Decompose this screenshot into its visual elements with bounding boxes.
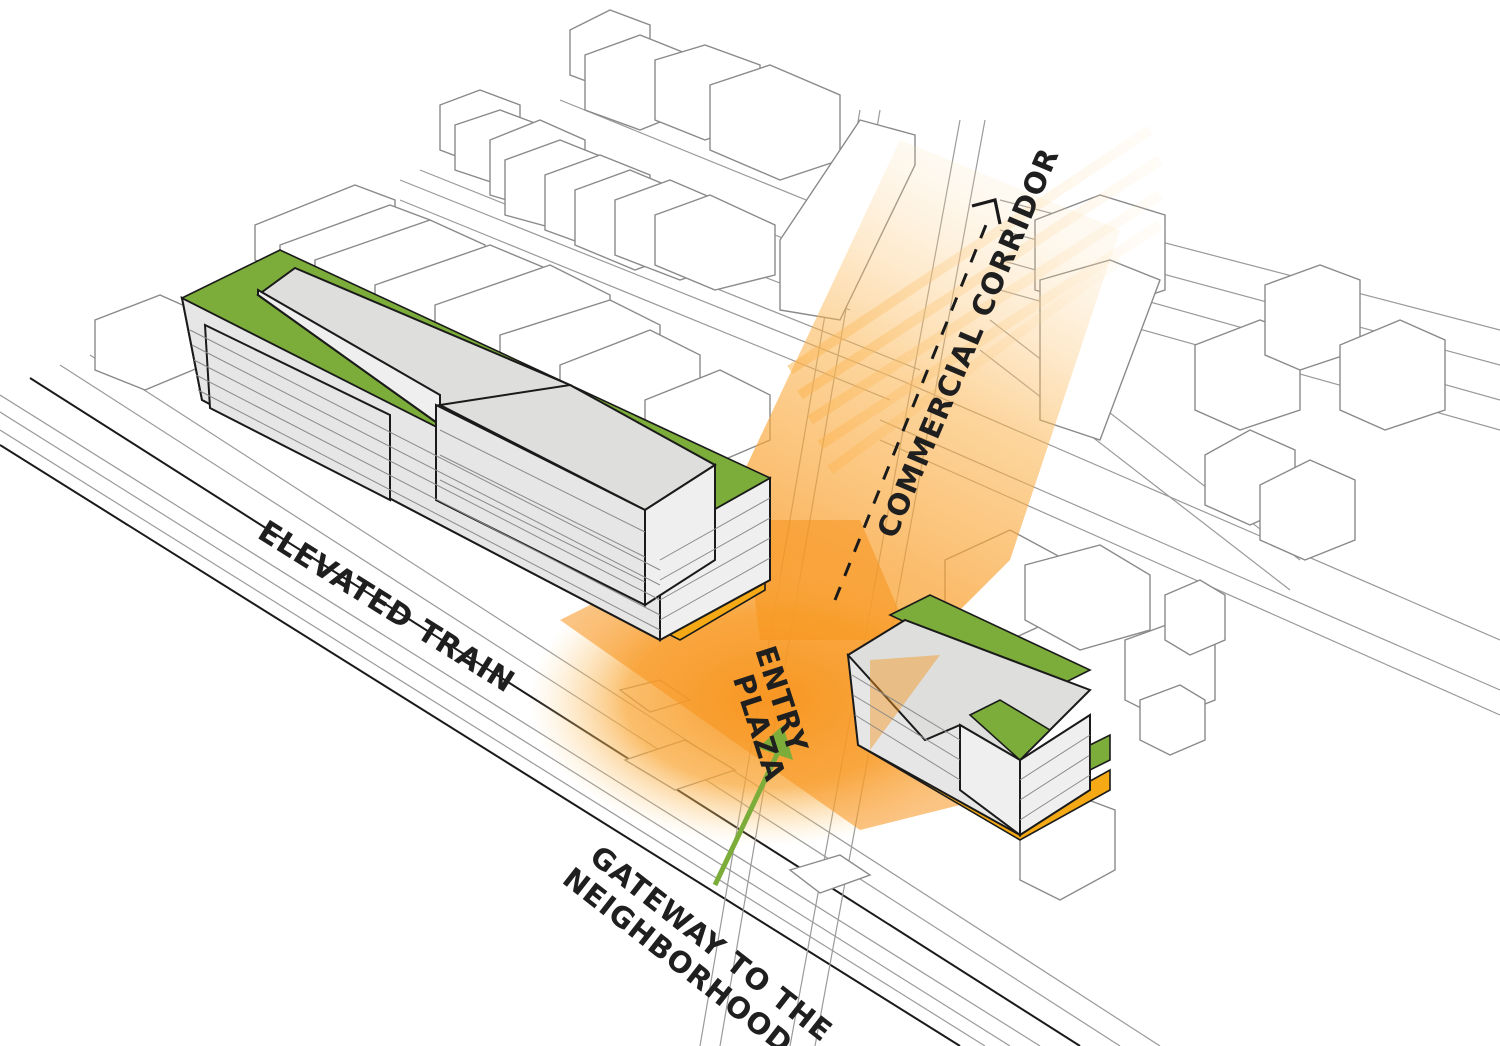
gateway-label-line2: NEIGHBORHOOD [556,861,799,1046]
corner-building [846,594,1111,841]
corner-building-floor-lines [851,674,1091,821]
corridor-arrow [833,198,1002,601]
commercial-corridor-highlight [740,125,1163,640]
long-building [180,249,772,642]
long-building-floor-lines [189,329,771,631]
gateway-arrow [712,725,793,887]
